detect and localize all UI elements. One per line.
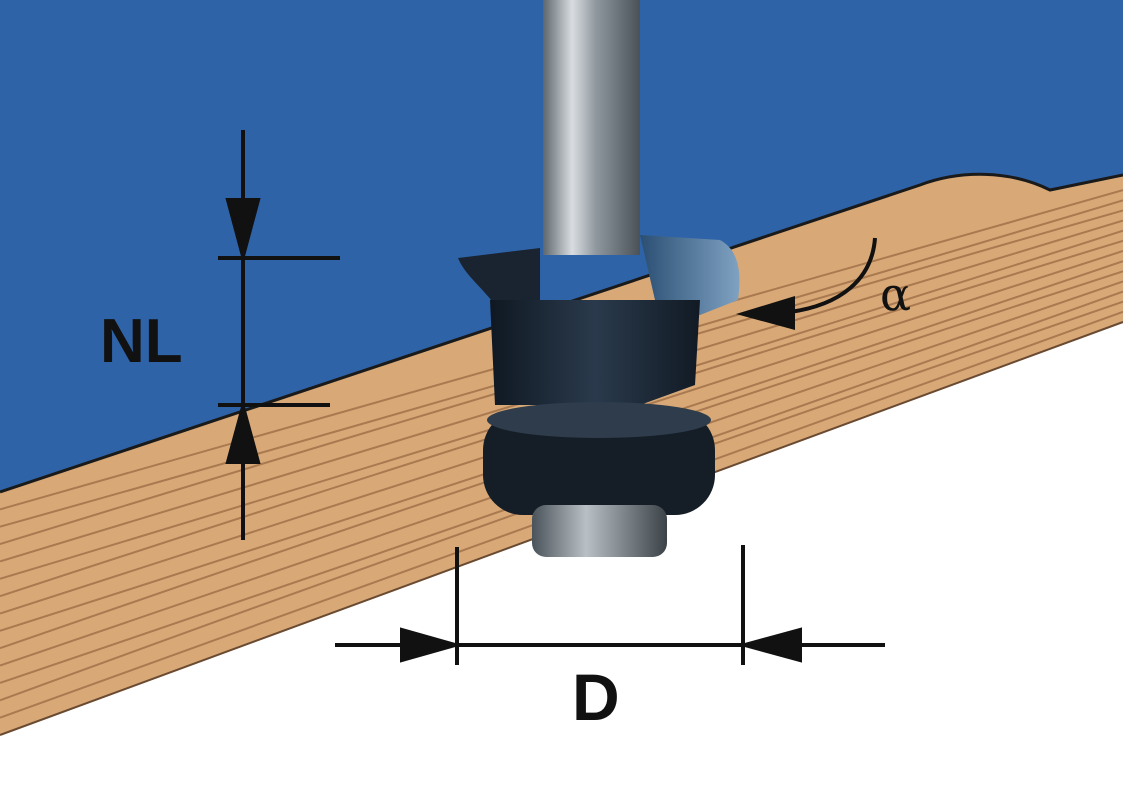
- alpha-angle-indicator: [736, 237, 877, 330]
- arrow-up-icon: [225, 399, 261, 464]
- nl-dimension: [218, 130, 340, 540]
- bearing-top: [487, 402, 711, 438]
- bearing: [483, 410, 715, 515]
- d-label: D: [572, 660, 620, 734]
- bit-shank: [543, 0, 640, 255]
- cutter-body: [490, 300, 700, 405]
- d-dimension: [335, 545, 885, 665]
- arrow-right-icon: [400, 627, 463, 663]
- curved-arrow-icon: [736, 296, 795, 330]
- board-edge-line: [0, 172, 1123, 494]
- arrow-down-icon: [225, 198, 261, 264]
- alpha-label: α: [880, 267, 911, 321]
- bearing-nut: [532, 505, 667, 557]
- router-bit: [458, 0, 740, 557]
- cutter-blade-right: [640, 235, 740, 315]
- cutter-blade-left: [458, 248, 540, 305]
- arrow-left-icon: [737, 627, 802, 663]
- nl-label: NL: [100, 307, 183, 376]
